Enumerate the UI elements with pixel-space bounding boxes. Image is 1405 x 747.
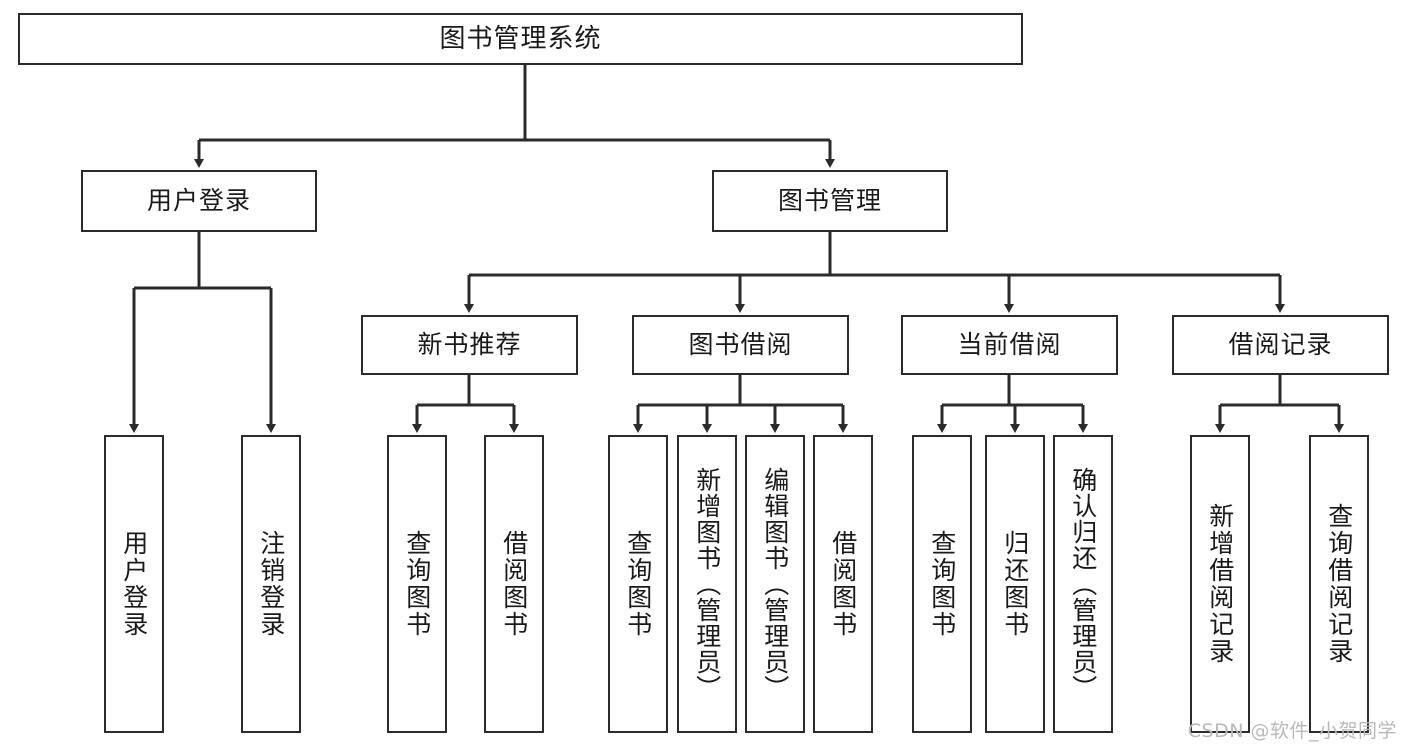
leaf-label: 新增图书（管理员） [692, 467, 722, 701]
node-user-login[interactable]: 用户登录 [81, 170, 317, 232]
leaf-confirm-return-admin[interactable]: 确认归还（管理员） [1053, 435, 1113, 733]
leaf-query-book-2[interactable]: 查询图书 [608, 435, 668, 733]
leaf-label: 归还图书 [1000, 530, 1030, 638]
leaf-label: 确认归还（管理员） [1068, 467, 1098, 701]
node-borrow-record[interactable]: 借阅记录 [1172, 315, 1389, 375]
leaf-query-borrow-record[interactable]: 查询借阅记录 [1309, 435, 1369, 733]
leaf-label: 新增借阅记录 [1205, 503, 1235, 665]
leaf-add-borrow-record[interactable]: 新增借阅记录 [1190, 435, 1250, 733]
leaf-label: 借阅图书 [828, 530, 858, 638]
leaf-return-book[interactable]: 归还图书 [985, 435, 1045, 733]
leaf-query-book-3[interactable]: 查询图书 [912, 435, 972, 733]
leaf-label: 查询图书 [927, 530, 957, 638]
leaf-label: 借阅图书 [499, 530, 529, 638]
node-current-borrow[interactable]: 当前借阅 [901, 315, 1118, 375]
node-new-book-recommend[interactable]: 新书推荐 [361, 315, 578, 375]
leaf-label: 编辑图书（管理员） [760, 467, 790, 701]
leaf-label: 用户登录 [119, 530, 149, 638]
csdn-watermark: CSDN @软件_小贺同学 [1187, 720, 1397, 742]
leaf-add-book-admin[interactable]: 新增图书（管理员） [677, 435, 737, 733]
leaf-label: 注销登录 [256, 530, 286, 638]
leaf-label: 查询图书 [623, 530, 653, 638]
leaf-user-login[interactable]: 用户登录 [104, 435, 164, 733]
leaf-borrow-book-1[interactable]: 借阅图书 [484, 435, 544, 733]
leaf-borrow-book-2[interactable]: 借阅图书 [813, 435, 873, 733]
leaf-label: 查询图书 [402, 530, 432, 638]
leaf-user-logout[interactable]: 注销登录 [241, 435, 301, 733]
node-book-borrow[interactable]: 图书借阅 [632, 315, 849, 375]
node-book-manage[interactable]: 图书管理 [712, 170, 948, 232]
node-root-system[interactable]: 图书管理系统 [18, 13, 1023, 65]
leaf-query-book-1[interactable]: 查询图书 [387, 435, 447, 733]
leaf-label: 查询借阅记录 [1324, 503, 1354, 665]
leaf-edit-book-admin[interactable]: 编辑图书（管理员） [745, 435, 805, 733]
